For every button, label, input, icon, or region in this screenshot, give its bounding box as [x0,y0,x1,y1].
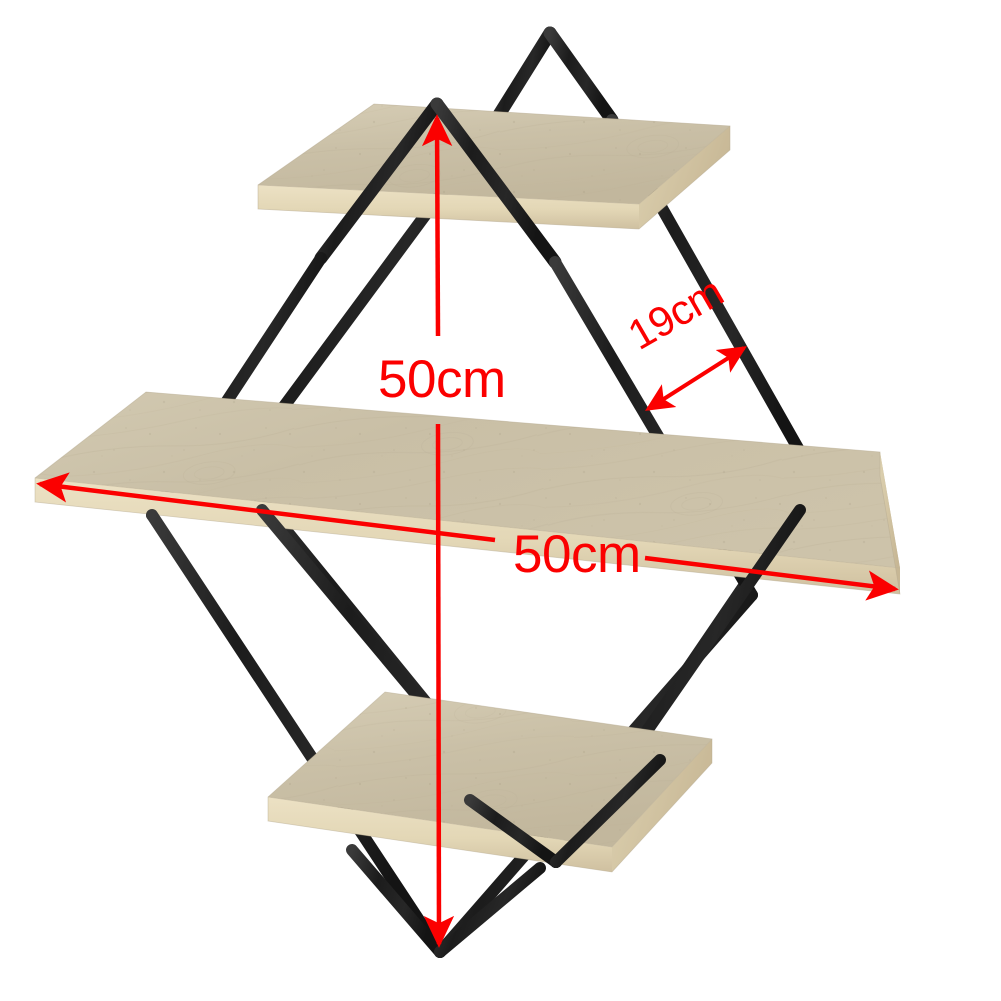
top-shelf [257,103,731,230]
dimension-label-height: 50cm [378,350,506,409]
middle-shelf [34,391,901,595]
dimension-depth-line [645,346,747,411]
frame-front-of-bottom-shelf [346,754,666,958]
bottom-shelf [267,691,713,873]
dimension-label-width: 50cm [513,525,641,584]
dimension-lines [36,114,899,948]
dimension-width-line [36,472,899,601]
dimension-height-line [421,114,455,948]
